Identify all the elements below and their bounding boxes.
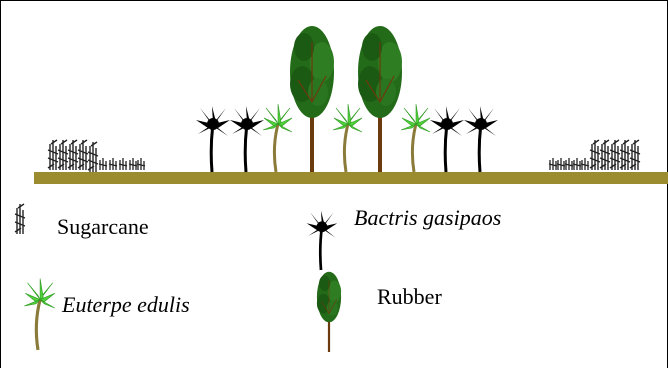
sugarcane-right: [549, 140, 640, 170]
green-palm-icon: [24, 279, 54, 350]
legend-label-euterpe: Euterpe edulis: [62, 292, 190, 318]
rubber-tree-icon: [317, 272, 341, 352]
legend-label-bactris: Bactris gasipaos: [354, 205, 501, 231]
legend-label-rubber: Rubber: [377, 284, 442, 310]
black-palm-icon: [307, 211, 338, 270]
center-plants: [196, 26, 498, 172]
legend-label-sugarcane: Sugarcane: [57, 214, 149, 240]
sugarcane-left: [48, 140, 145, 172]
sugarcane-icon: [15, 204, 25, 234]
ground: [34, 172, 668, 184]
